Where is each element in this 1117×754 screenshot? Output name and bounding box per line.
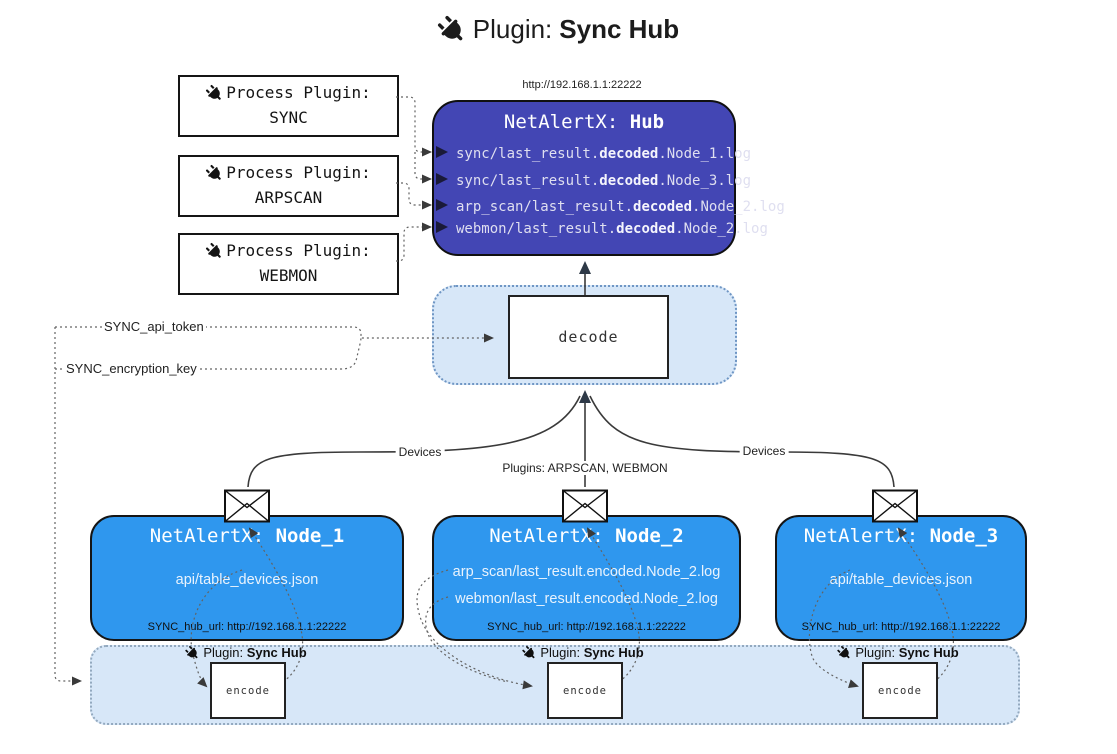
edge-webmon-to-file4	[396, 222, 432, 262]
title-prefix: Plugin:	[472, 14, 553, 44]
plug-icon	[432, 10, 472, 50]
node-2-box: NetAlertX: Node_2 arp_scan/last_result.e…	[432, 515, 741, 641]
node-title: NetAlertX: Node_3	[803, 525, 999, 547]
plug-icon	[203, 240, 227, 264]
hub-file: sync/last_result.decoded.Node_3.log	[456, 173, 752, 189]
title-bold: Sync Hub	[559, 14, 680, 44]
node-hub-url: SYNC_hub_url: http://192.168.1.1:22222	[487, 621, 686, 633]
process-plugin-label: Process Plugin:	[226, 83, 371, 103]
edge-token-to-strip	[54, 327, 82, 686]
decode-label: decode	[558, 328, 619, 346]
hub-file: webmon/last_result.decoded.Node_2.log	[456, 221, 768, 237]
hub-box: NetAlertX: Hub sync/last_result.decoded.…	[432, 100, 785, 256]
envelope-icon	[872, 489, 918, 523]
node-file: api/table_devices.json	[829, 572, 973, 588]
plug-icon	[834, 643, 854, 663]
envelope-icon	[562, 489, 608, 523]
plug-icon	[182, 643, 202, 663]
strip-plugin-label: Plugin: Sync Hub	[834, 643, 959, 663]
envelope-icon	[224, 489, 270, 523]
edge-sync-to-file2	[414, 152, 432, 184]
process-plugin-label: Process Plugin:	[226, 163, 371, 183]
hub-file: sync/last_result.decoded.Node_1.log	[456, 146, 752, 162]
plug-icon	[519, 643, 539, 663]
node-3-box: NetAlertX: Node_3 api/table_devices.json…	[775, 515, 1027, 641]
decode-box: decode	[508, 295, 669, 379]
strip-plugin-label: Plugin: Sync Hub	[519, 643, 644, 663]
page-title: Plugin: Sync Hub	[0, 14, 1117, 45]
process-plugin-sync: Process Plugin: SYNC	[178, 75, 399, 137]
edge-label-plugins: Plugins: ARPSCAN, WEBMON	[499, 461, 671, 475]
edge-label-devices-right: Devices	[739, 444, 789, 458]
node-1-box: NetAlertX: Node_1 api/table_devices.json…	[90, 515, 404, 641]
encode-box: encode	[210, 662, 286, 719]
plug-icon	[203, 162, 227, 186]
edge-sync-to-file1	[396, 96, 432, 157]
sync-encryption-key-label: SYNC_encryption_key	[64, 361, 199, 376]
process-plugin-name: SYNC	[269, 108, 308, 127]
node-file: arp_scan/last_result.encoded.Node_2.log	[452, 564, 721, 580]
hub-title: NetAlertX: Hub	[434, 111, 734, 133]
edge-label-devices-left: Devices	[395, 445, 445, 459]
sync-api-token-label: SYNC_api_token	[102, 319, 206, 334]
encode-box: encode	[547, 662, 623, 719]
node-file: webmon/last_result.encoded.Node_2.log	[455, 591, 718, 607]
hub-file: arp_scan/last_result.decoded.Node_2.log	[456, 199, 785, 215]
hub-brand: NetAlertX:	[503, 111, 630, 133]
process-plugin-arpscan: Process Plugin: ARPSCAN	[178, 155, 399, 217]
node-file: api/table_devices.json	[175, 572, 319, 588]
encode-box: encode	[862, 662, 938, 719]
edge-arpscan-to-file3	[396, 182, 432, 210]
hub-url-label: http://192.168.1.1:22222	[522, 79, 642, 91]
process-plugin-label: Process Plugin:	[226, 241, 371, 261]
node-hub-url: SYNC_hub_url: http://192.168.1.1:22222	[801, 621, 1001, 633]
node-title: NetAlertX: Node_1	[149, 525, 345, 547]
strip-plugin-label: Plugin: Sync Hub	[182, 643, 307, 663]
process-plugin-name: ARPSCAN	[254, 188, 323, 207]
node-title: NetAlertX: Node_2	[489, 525, 684, 547]
process-plugin-webmon: Process Plugin: WEBMON	[178, 233, 399, 295]
plug-icon	[203, 82, 227, 106]
hub-name: Hub	[629, 111, 665, 133]
node-hub-url: SYNC_hub_url: http://192.168.1.1:22222	[147, 621, 347, 633]
process-plugin-name: WEBMON	[259, 266, 318, 285]
